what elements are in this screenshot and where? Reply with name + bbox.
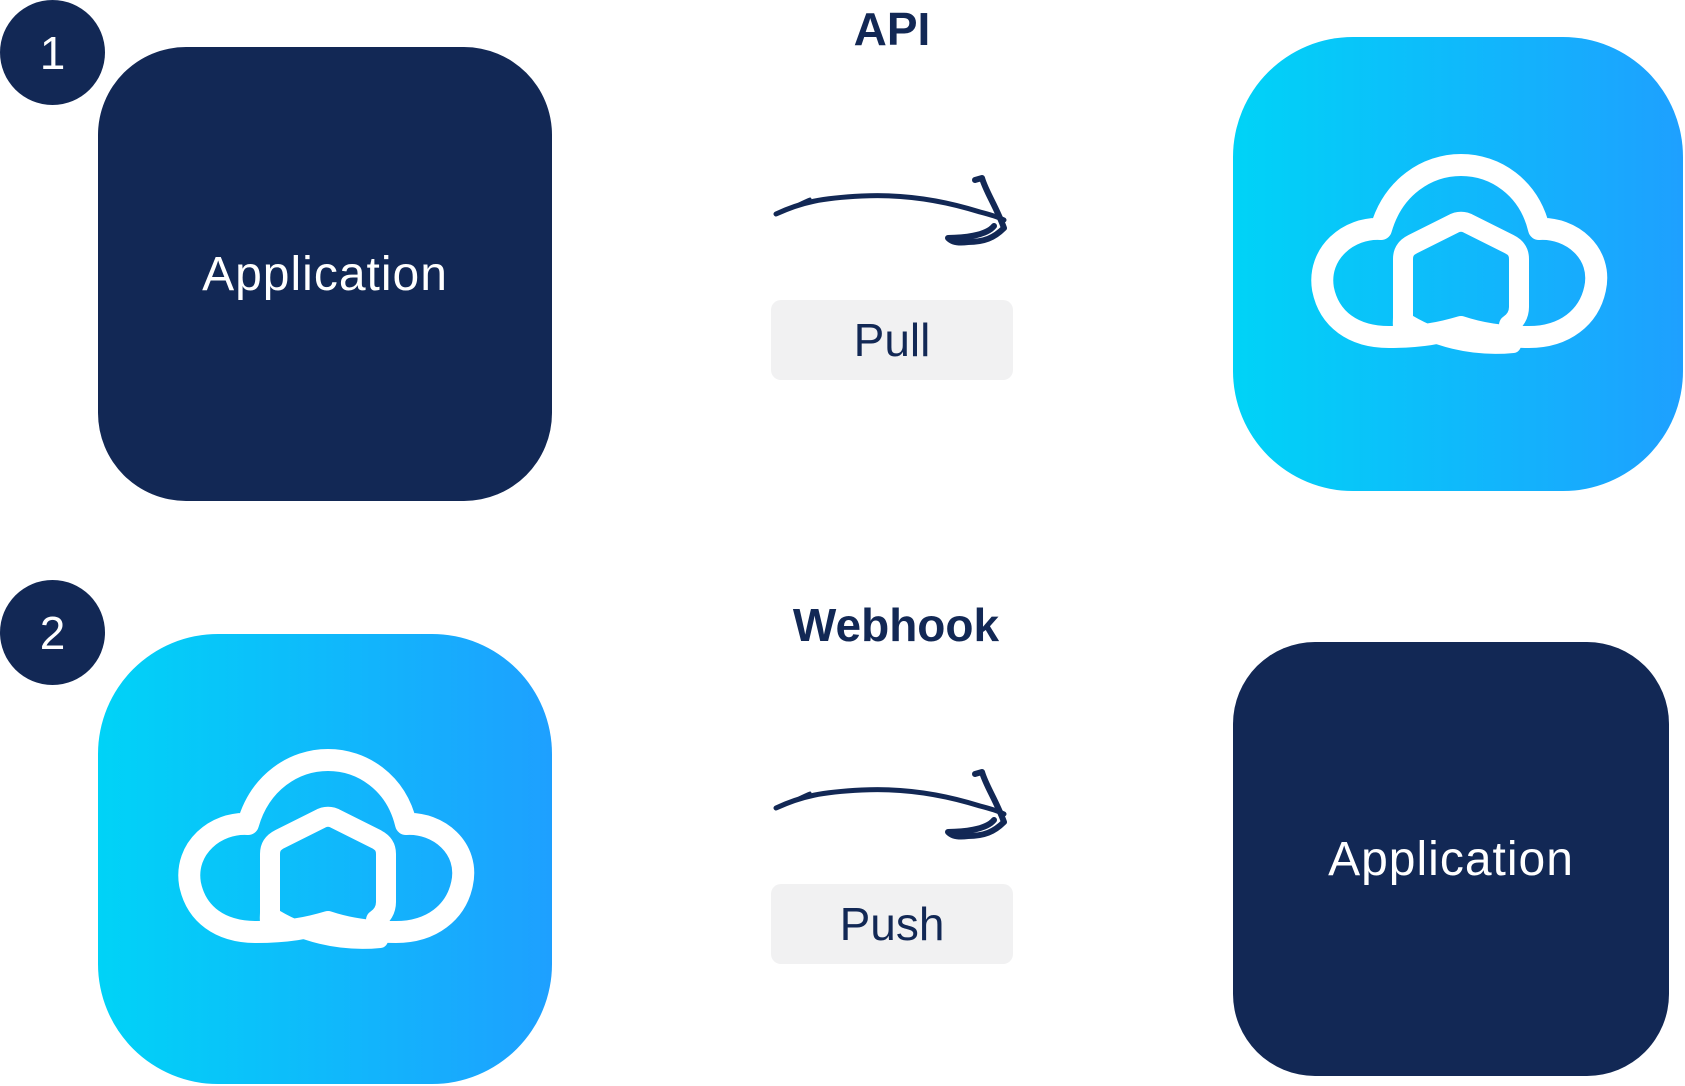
cloud-box-logo-icon [178, 749, 475, 949]
section-title-webhook: Webhook [792, 599, 1000, 651]
hand-drawn-arrow-right-icon [773, 175, 1007, 246]
application-tile-target: Application [1233, 642, 1669, 1076]
cloud-logo-tile-target [1233, 37, 1683, 491]
application-tile-source: Application [98, 47, 552, 501]
action-pill-pull: Pull [771, 300, 1013, 380]
action-label: Push [839, 898, 945, 950]
action-label: Pull [853, 314, 931, 366]
cloud-logo-tile-source [98, 634, 552, 1084]
step-badge-2: 2 [0, 580, 105, 685]
application-label: Application [202, 247, 448, 301]
step-badge-1: 1 [0, 0, 105, 105]
action-pill-push: Push [771, 884, 1013, 964]
cloud-box-logo-icon [1311, 154, 1608, 354]
section-title-api: API [853, 3, 931, 55]
application-label: Application [1328, 832, 1574, 886]
hand-drawn-arrow-right-icon [773, 769, 1007, 840]
